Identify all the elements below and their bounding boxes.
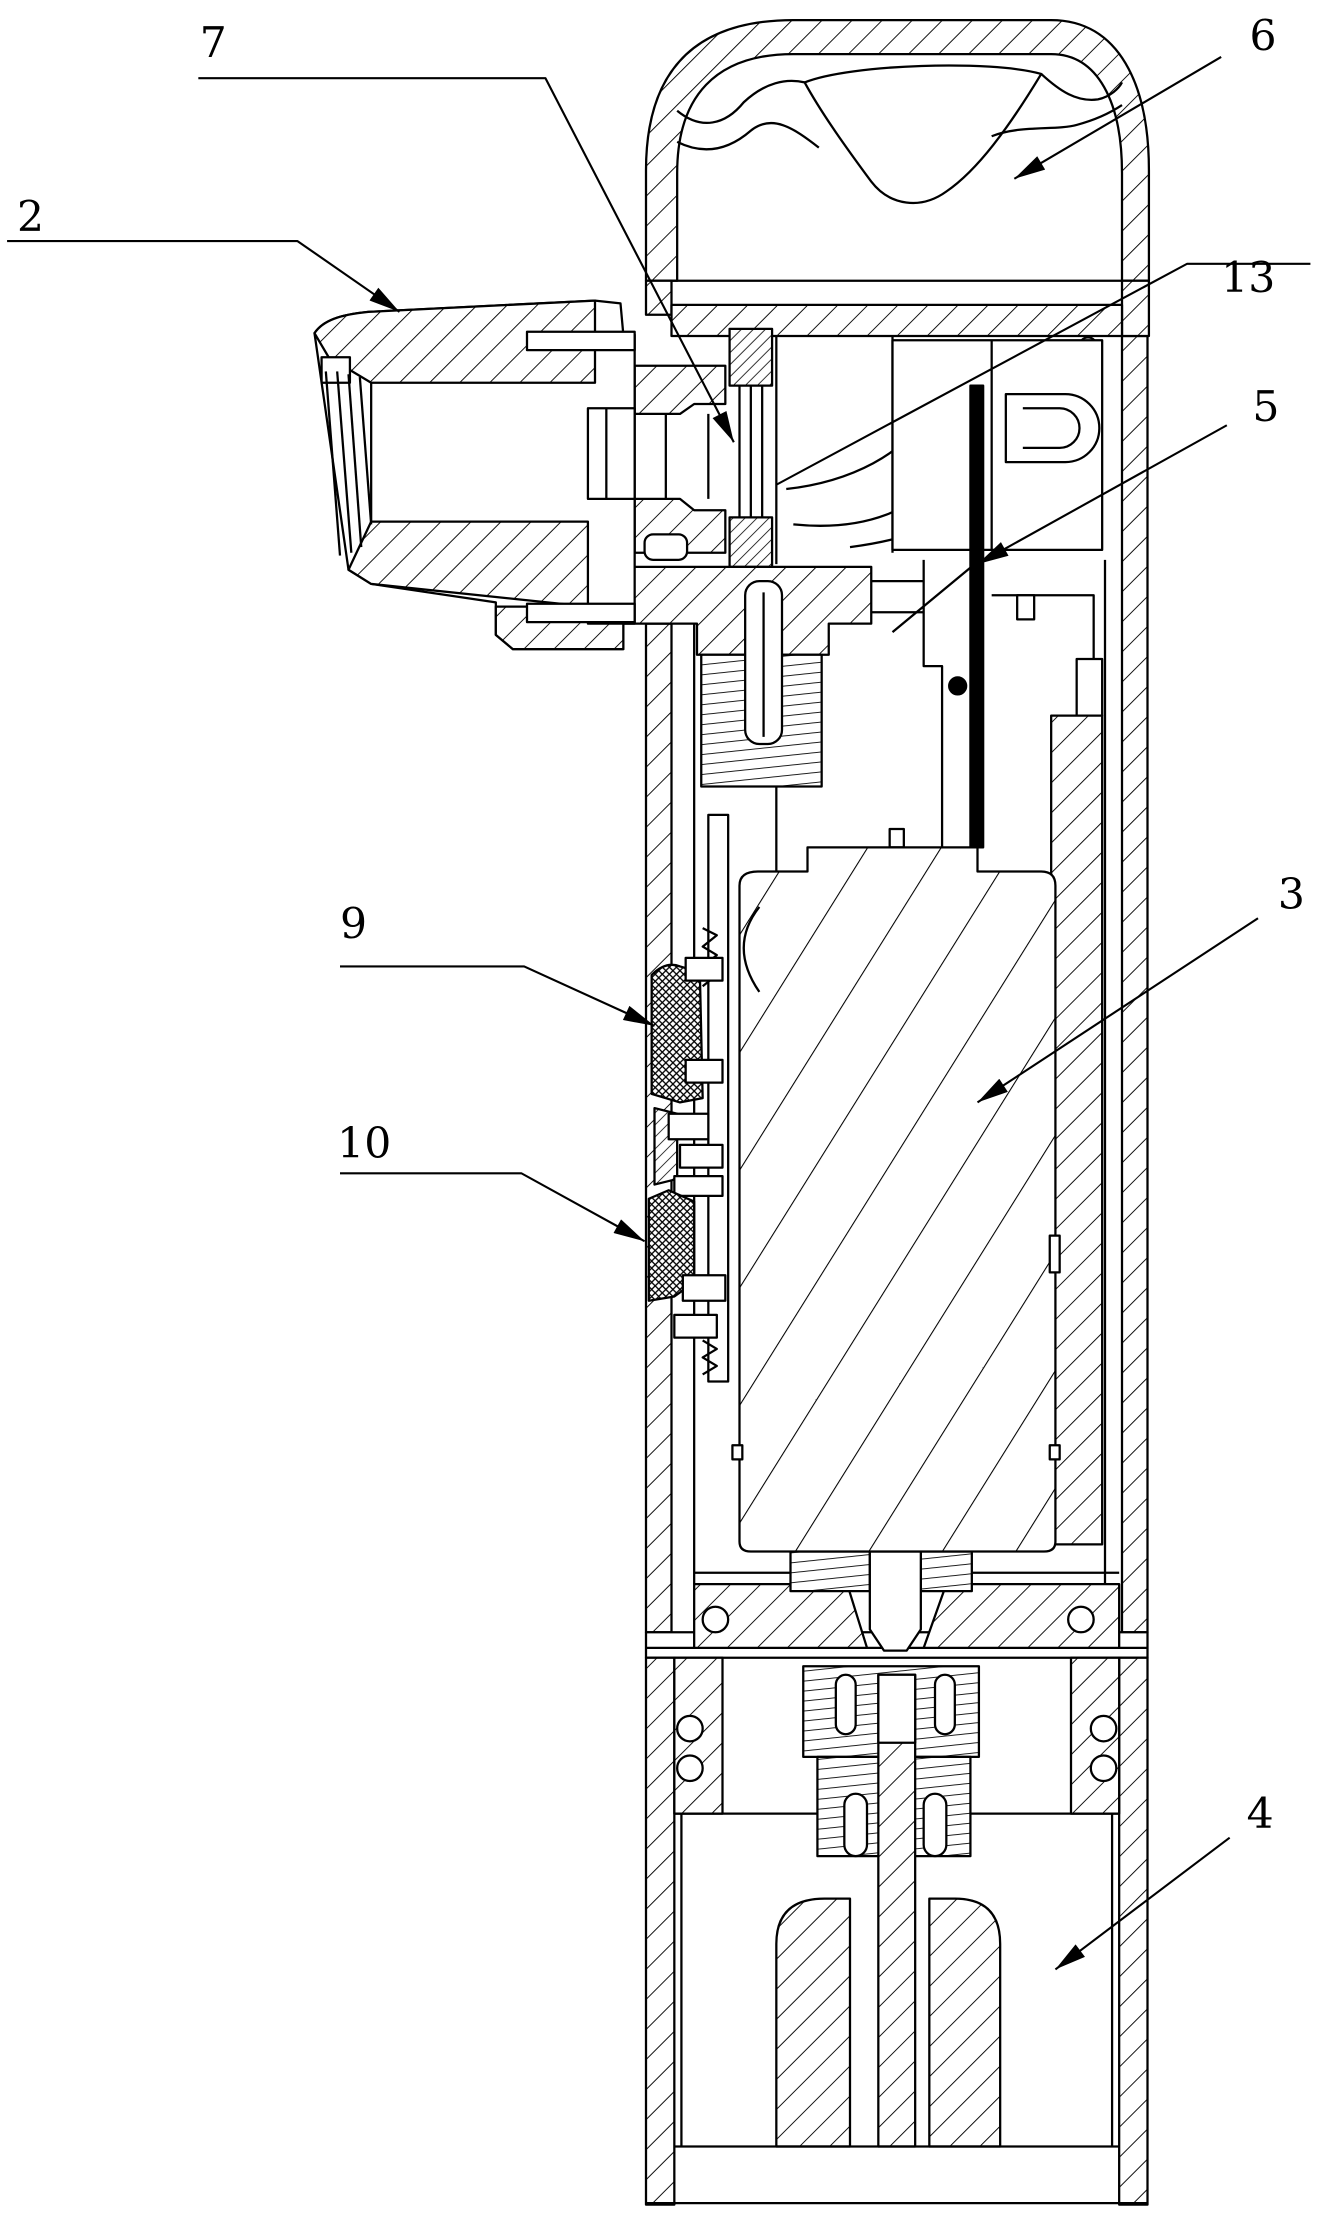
leader-5 — [976, 424, 1228, 566]
switch-clip — [678, 1143, 724, 1169]
bottom-tank-assembly — [644, 1631, 1149, 2206]
center-pin-head — [877, 1673, 917, 1744]
pcb-tab — [1075, 657, 1104, 717]
coupling-slot — [922, 1792, 948, 1858]
nozzle-filter-line — [324, 371, 342, 556]
pump-base — [608, 565, 873, 656]
lower-flange — [525, 602, 636, 624]
reference-labels: 7 6 2 13 5 9 3 10 4 — [17, 12, 1305, 1839]
switch-clip — [681, 1274, 727, 1302]
label-5: 5 — [1252, 383, 1279, 432]
cap-rim-right — [1120, 279, 1151, 338]
leader-13 — [775, 262, 1311, 486]
nozzle-upper-wall — [313, 299, 597, 384]
top-cap — [644, 18, 1151, 338]
label-6: 6 — [1250, 12, 1277, 61]
pcb-board — [1050, 714, 1104, 1546]
o-ring — [676, 1754, 704, 1783]
switch-clip — [673, 1313, 718, 1339]
o-ring — [1067, 1605, 1095, 1634]
tank-right-wall — [1118, 1656, 1149, 2206]
nozzle-filter-line — [347, 374, 363, 548]
filter-screw-bottom — [728, 516, 774, 569]
nozzle-assembly — [313, 299, 636, 651]
motor — [738, 846, 1057, 1553]
switch-clip — [673, 1174, 724, 1198]
control-clip — [1016, 594, 1036, 621]
motor-side-arc — [742, 906, 761, 993]
lower-gear-assembly — [693, 1550, 1121, 1652]
valve-capsule-inner — [1022, 407, 1081, 450]
filter-screw-top — [728, 327, 774, 387]
motor-notch — [1048, 1234, 1061, 1274]
motor-pip — [888, 827, 905, 849]
pump-seal — [643, 533, 689, 561]
label-9: 9 — [340, 900, 367, 949]
side-switch-assembly — [647, 813, 730, 1383]
piston-right-leg — [928, 1897, 1002, 2148]
switch-clip — [684, 956, 724, 982]
tank-left-wall — [644, 1656, 676, 2206]
leader-6 — [1013, 56, 1222, 180]
housing-right-wall — [1120, 334, 1149, 1634]
black-strip — [969, 384, 985, 849]
label-13: 13 — [1221, 254, 1275, 303]
leader-3 — [976, 917, 1259, 1104]
leader-2 — [7, 240, 401, 313]
cushion-wave-left — [676, 79, 805, 124]
coupling-slot — [843, 1792, 869, 1858]
switch-clip — [667, 1112, 710, 1141]
upper-flange — [525, 330, 636, 352]
nozzle-filter-line — [336, 371, 353, 553]
o-ring — [701, 1605, 730, 1634]
motor-shaft — [868, 1550, 922, 1652]
motor-notch — [731, 1444, 744, 1461]
label-3: 3 — [1278, 870, 1305, 919]
o-ring — [1089, 1754, 1118, 1783]
leader-lines — [7, 56, 1311, 1971]
motor-assembly — [731, 827, 1061, 1553]
nozzle-neck — [586, 407, 636, 501]
gear-teeth — [701, 1339, 718, 1376]
leader-7 — [198, 77, 735, 443]
leader-9 — [340, 965, 655, 1027]
nozzle-filter-clip — [320, 356, 352, 384]
indicator-dot — [948, 676, 968, 696]
cushion-v-shape — [803, 64, 1043, 205]
valve-link-line — [891, 563, 976, 633]
leader-10 — [340, 1172, 646, 1243]
label-7: 7 — [200, 19, 227, 68]
label-10: 10 — [337, 1120, 391, 1169]
nozzle-filter-line — [358, 376, 373, 525]
cushion-wave-lower-left — [676, 121, 820, 151]
cap-shell — [644, 18, 1151, 282]
gear-seat-right — [922, 1582, 1121, 1649]
nozzle-lower-wall — [347, 520, 590, 608]
drive-gear-right — [919, 1550, 973, 1593]
coupling-slot — [834, 1673, 857, 1736]
leader-4 — [1054, 1836, 1231, 1971]
o-ring — [1089, 1714, 1118, 1743]
cushion-wave-lower-right — [991, 104, 1123, 138]
o-ring — [676, 1714, 704, 1743]
valve-capsule — [1004, 392, 1101, 464]
switch-clip — [684, 1058, 724, 1084]
piston-left-leg — [775, 1897, 852, 2148]
center-pin — [877, 1673, 917, 2148]
coupling-slot — [933, 1673, 956, 1736]
motor-notch — [1048, 1444, 1061, 1461]
drive-gear-left — [789, 1550, 871, 1593]
label-2: 2 — [17, 193, 44, 242]
label-4: 4 — [1247, 1790, 1274, 1839]
cushion-wave-right — [1040, 73, 1124, 101]
